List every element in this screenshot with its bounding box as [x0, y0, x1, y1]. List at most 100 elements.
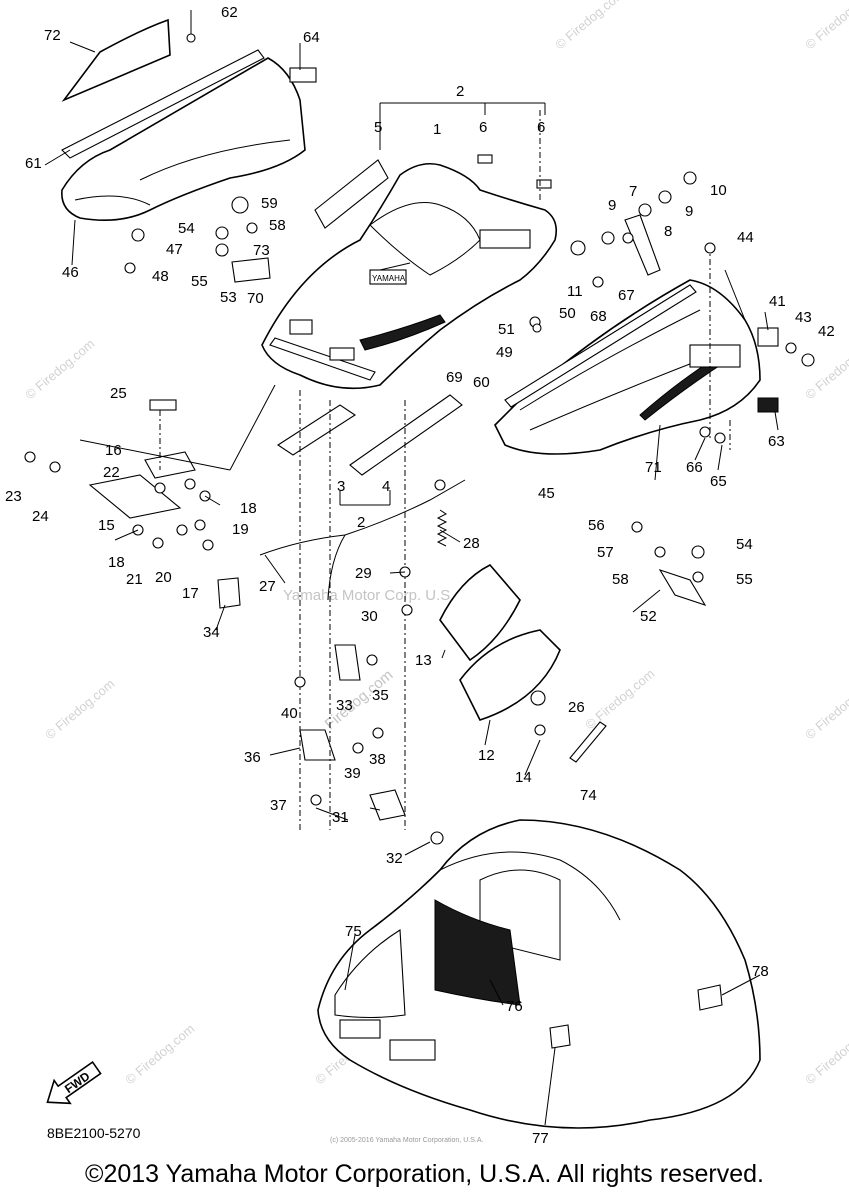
part-label-6-second: 6	[537, 119, 545, 136]
part-label-12: 12	[478, 747, 495, 764]
strip-74	[569, 721, 607, 763]
part-label-18: 18	[240, 500, 257, 517]
part-label-17: 17	[182, 585, 199, 602]
cable-27	[259, 479, 466, 556]
part-label-45: 45	[538, 485, 555, 502]
part-label-10: 10	[710, 182, 727, 199]
part-label-43: 43	[795, 309, 812, 326]
part-label-38: 38	[369, 751, 386, 768]
part-label-52: 52	[640, 608, 657, 625]
part-label-68: 68	[590, 308, 607, 325]
part-label-46: 46	[62, 264, 79, 281]
duct-12	[459, 629, 561, 721]
part-label-62: 62	[221, 4, 238, 21]
part-label-72: 72	[44, 27, 61, 44]
part-label-4: 4	[382, 478, 390, 495]
part-label-31: 31	[332, 809, 349, 826]
part-label-25: 25	[110, 385, 127, 402]
part-label-13: 13	[415, 652, 432, 669]
part-label-44: 44	[737, 229, 754, 246]
part-label-29: 29	[355, 565, 372, 582]
part-label-42: 42	[818, 323, 835, 340]
watermark: © Firedog.com	[42, 676, 117, 742]
panel-75	[334, 929, 406, 1019]
part-label-50: 50	[559, 305, 576, 322]
part-label-71: 71	[645, 459, 662, 476]
part-label-8: 8	[664, 223, 672, 240]
part-label-37: 37	[270, 797, 287, 814]
bracket-41	[757, 327, 779, 347]
bracket-34	[217, 577, 241, 609]
part-label-34: 34	[203, 624, 220, 641]
part-label-39: 39	[344, 765, 361, 782]
bracket-36	[299, 729, 336, 761]
windshield-frame	[61, 57, 306, 222]
part-label-2-lower: 2	[357, 514, 365, 531]
part-label-35: 35	[372, 687, 389, 704]
part-label-65: 65	[710, 473, 727, 490]
fine-print: (c) 2005-2016 Yamaha Motor Corporation, …	[330, 1137, 483, 1144]
clip	[289, 67, 317, 83]
decal-4	[349, 394, 463, 476]
part-label-70: 70	[247, 290, 264, 307]
watermark: © Firedog.com	[802, 0, 849, 52]
part-label-55-second: 55	[736, 571, 753, 588]
label-77	[549, 1024, 571, 1049]
part-label-27: 27	[259, 578, 276, 595]
part-label-75: 75	[345, 923, 362, 940]
part-label-9-second: 9	[685, 203, 693, 220]
part-label-66: 66	[686, 459, 703, 476]
part-label-21: 21	[126, 571, 143, 588]
part-label-77: 77	[532, 1130, 549, 1147]
part-label-67: 67	[618, 287, 635, 304]
windshield	[61, 18, 171, 102]
part-label-33: 33	[336, 697, 353, 714]
block-63	[757, 397, 779, 413]
part-label-63: 63	[768, 433, 785, 450]
part-label-54: 54	[178, 220, 195, 237]
fwd-arrow: FWD	[46, 1060, 102, 1105]
part-label-6: 6	[479, 119, 487, 136]
watermark: © Firedog.com	[552, 0, 627, 52]
label-78	[697, 984, 723, 1011]
bracket-53	[231, 257, 271, 283]
parts-art: YAMAHA	[24, 10, 815, 1129]
part-label-57: 57	[597, 544, 614, 561]
label-25	[149, 399, 177, 411]
bracket-52	[658, 569, 707, 606]
part-label-28: 28	[463, 535, 480, 552]
part-label-56: 56	[588, 517, 605, 534]
part-label-49: 49	[496, 344, 513, 361]
part-label-30: 30	[361, 608, 378, 625]
bracket-7	[624, 214, 661, 276]
bracket-31	[369, 789, 406, 821]
part-label-19: 19	[232, 521, 249, 538]
watermark: © Firedog.com	[802, 676, 849, 742]
strip-60	[504, 284, 697, 408]
watermark: © Firedog.com	[802, 1021, 849, 1087]
watermark: © Firedog.com	[122, 1021, 197, 1087]
part-label-26: 26	[568, 699, 585, 716]
badge-text: YAMAHA	[372, 274, 406, 283]
part-label-74: 74	[580, 787, 597, 804]
part-label-5: 5	[374, 119, 382, 136]
part-label-2: 2	[456, 83, 464, 100]
part-label-58-second: 58	[612, 571, 629, 588]
part-label-60: 60	[473, 374, 490, 391]
part-label-69: 69	[446, 369, 463, 386]
part-labels: 1 2 3 4 5 6 7 8 9 10 11 12 13 14 15 16 1…	[5, 4, 835, 1147]
watermark-center: Yamaha Motor Corp. U.S.A.	[283, 587, 469, 604]
duct-13	[439, 564, 521, 662]
part-label-3: 3	[337, 478, 345, 495]
part-label-7: 7	[629, 183, 637, 200]
fwd-arrow-icon	[46, 1060, 102, 1105]
part-label-61: 61	[25, 155, 42, 172]
diagram-code: 8BE2100-5270	[47, 1125, 141, 1141]
emblem	[369, 269, 407, 285]
part-label-64: 64	[303, 29, 320, 46]
part-label-41: 41	[769, 293, 786, 310]
side-panel	[494, 279, 761, 455]
watermark: © Firedog.com	[802, 336, 849, 402]
part-label-78: 78	[752, 963, 769, 980]
